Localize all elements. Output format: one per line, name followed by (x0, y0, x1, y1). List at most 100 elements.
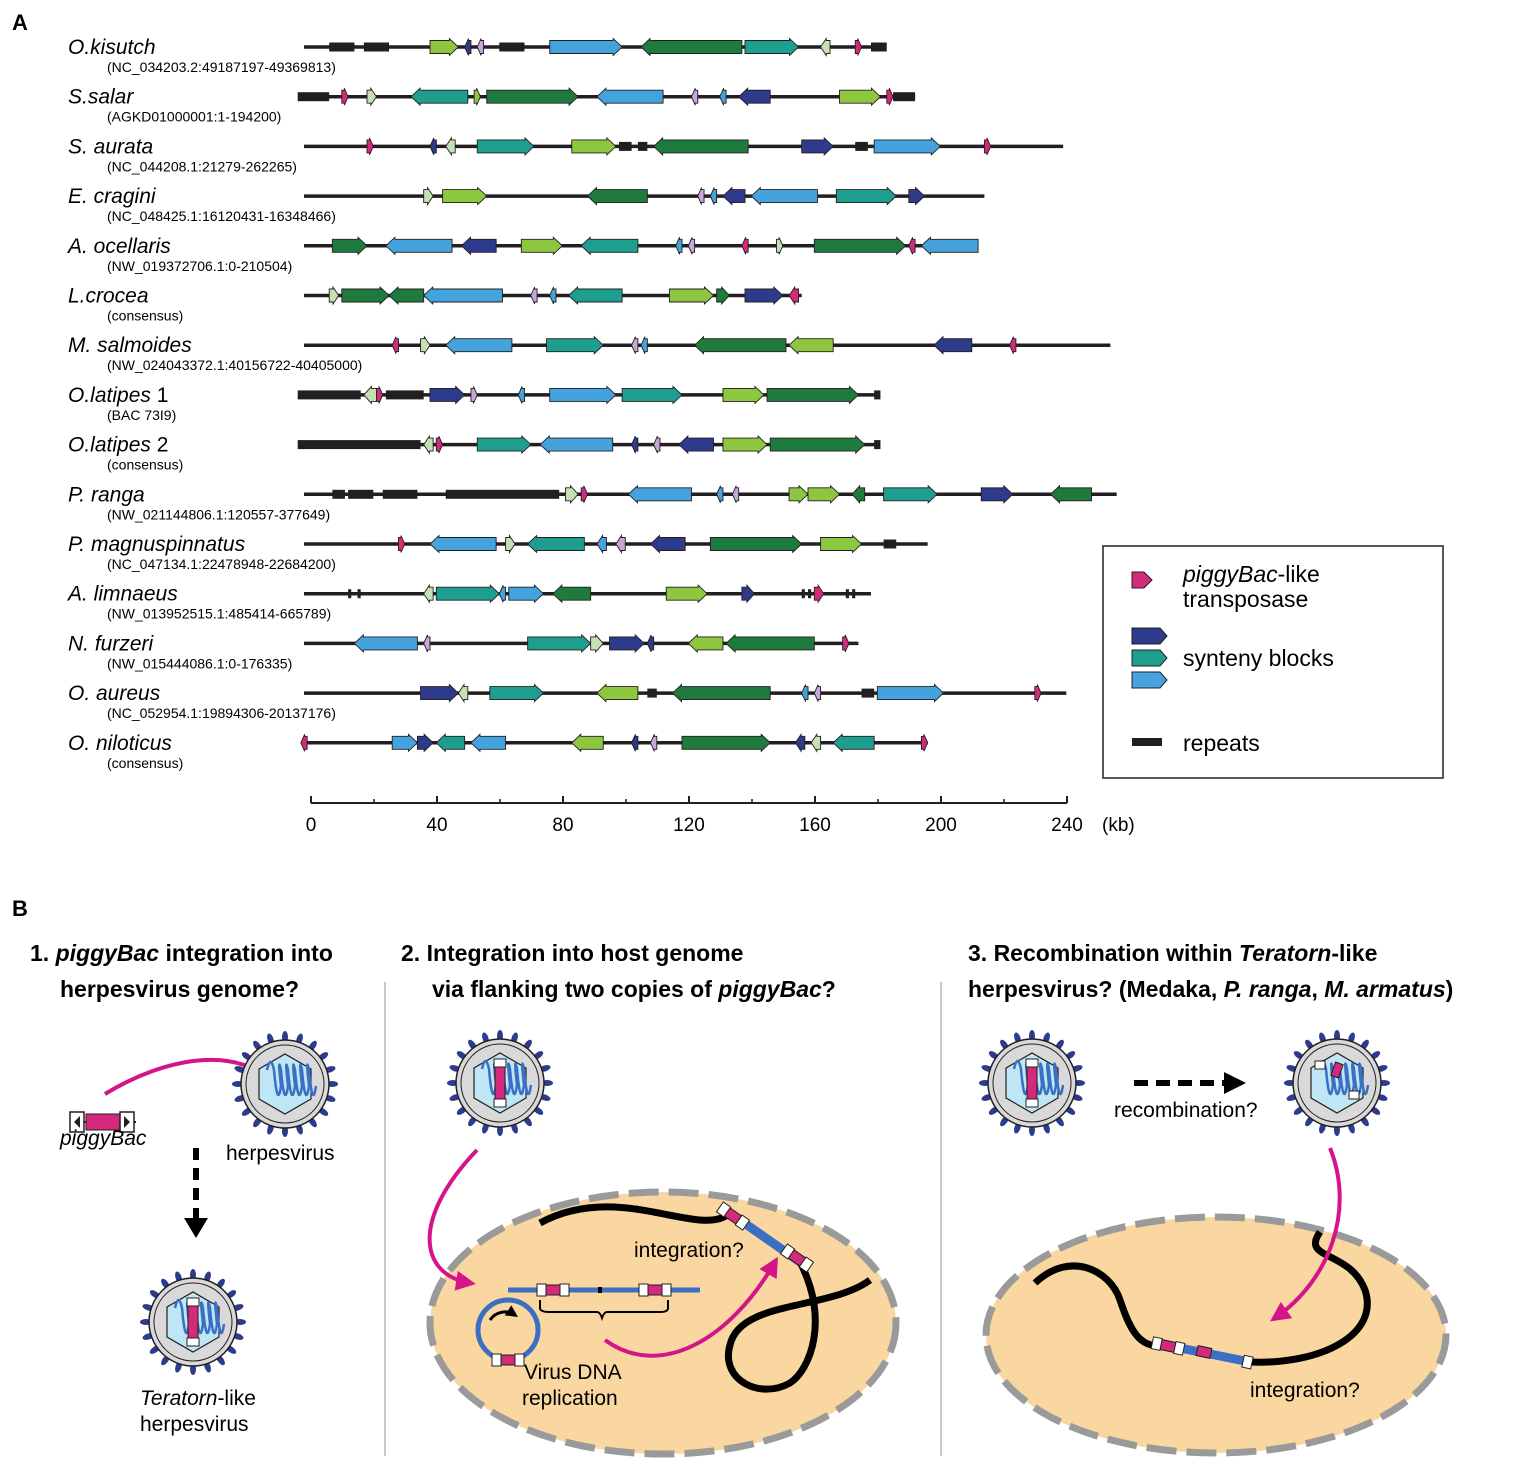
tir-icon (1025, 1058, 1039, 1068)
synteny-tracks: O.kisutch(NC_034203.2:49187197-49369813)… (66, 36, 1117, 771)
synteny-block-arrow (716, 285, 730, 306)
species-track: L.crocea(consensus) (68, 285, 802, 324)
species-accession: (NW_021144806.1:120557-377649) (107, 506, 330, 522)
synteny-block-arrow (473, 88, 481, 106)
herpesvirus-icon (232, 1031, 338, 1137)
piggybac-copy-icon (715, 1201, 751, 1231)
legend-synteny-swatches (1131, 627, 1168, 689)
synteny-block-arrow (331, 236, 368, 256)
synteny-block-arrow (650, 734, 658, 752)
synteny-block-arrow (776, 237, 784, 255)
synteny-block-arrow (766, 385, 860, 405)
repeat-block (385, 390, 424, 400)
synteny-block-arrow (385, 236, 453, 256)
repeat-block (297, 390, 361, 400)
synteny-block-arrow (549, 37, 623, 57)
synteny-block-arrow (423, 285, 503, 306)
synteny-block-arrow (457, 683, 469, 704)
species-accession: (consensus) (107, 308, 183, 324)
synteny-block-arrow (366, 86, 377, 107)
tir-icon (1241, 1354, 1254, 1370)
synteny-block-arrow (813, 684, 822, 702)
legend-transposase-label-line2: transposase (1183, 586, 1308, 612)
repeat-block (883, 539, 897, 549)
tegument-icon (460, 1043, 540, 1123)
synteny-block-arrow (653, 435, 661, 454)
species-accession: (NC_047134.1:22478948-22684200) (107, 556, 336, 572)
piggybac-transposase-arrow (788, 285, 799, 306)
synteny-block-arrow (567, 285, 623, 306)
piggybac-transposase-arrow (813, 583, 825, 604)
piggybac-transposase-arrow (854, 38, 863, 56)
synteny-block-arrow (476, 38, 484, 56)
synteny-block-arrow (675, 237, 683, 255)
repeat-block (845, 589, 849, 599)
species-track: P. magnuspinnatus(NC_047134.1:22478948-2… (68, 533, 928, 572)
synteny-block-arrow (687, 237, 696, 255)
infection-arrow (427, 1148, 479, 1291)
species-accession: (NC_034203.2:49187197-49369813) (107, 59, 336, 75)
synteny-block-arrow (429, 37, 460, 57)
species-name: N. furzeri (68, 632, 155, 655)
integration-arrow (603, 1256, 779, 1358)
synteny-block-arrow (652, 136, 749, 156)
synteny-block-arrow (738, 87, 771, 107)
tir-icon (493, 1058, 507, 1068)
piggybac-insert-icon (1195, 1345, 1213, 1359)
synteny-block-arrow (744, 285, 784, 306)
piggybac-copy-icon (536, 1283, 570, 1297)
step-3-title-line1: 3. Recombination within Teratorn-like (968, 940, 1377, 966)
synteny-block-arrow (353, 633, 418, 653)
synteny-block-arrow (429, 137, 437, 156)
synteny-block-arrow (621, 385, 683, 405)
synteny-block-arrow (631, 435, 639, 454)
species-name: A. ocellaris (66, 235, 171, 258)
synteny-block-arrow (801, 136, 834, 156)
axis-tick-label: 40 (426, 815, 447, 836)
species-name: S. aurata (68, 135, 153, 158)
species-name: L.crocea (68, 285, 149, 308)
host-cell-step3 (982, 1213, 1450, 1457)
synteny-block-arrow (769, 435, 866, 455)
piggybac-insert-icon (1026, 1066, 1038, 1100)
repeat-block (647, 688, 657, 698)
synteny-block-arrow (489, 683, 545, 703)
repeat-block (348, 589, 352, 599)
repeat-block (348, 489, 374, 499)
synteny-block-arrow (526, 534, 585, 554)
kb-axis-unit: (kb) (1102, 815, 1135, 836)
species-track: O.latipes 1(BAC 73I9) (68, 384, 881, 423)
tir-icon (1348, 1090, 1360, 1100)
synteny-block-arrow (590, 633, 604, 654)
synteny-block-arrow (832, 733, 875, 753)
tir-icon (186, 1297, 200, 1307)
repeat-block (382, 489, 418, 499)
species-accession: (NW_019372706.1:0-210504) (107, 258, 292, 274)
synteny-block-arrow (980, 484, 1014, 504)
piggybac-transposase-arrow (341, 88, 349, 106)
species-track: O. niloticus(consensus) (68, 732, 929, 771)
synteny-block-arrow (423, 434, 434, 455)
species-accession: (NW_013952515.1:485414-665789) (107, 606, 331, 622)
synteny-block-arrow (851, 484, 866, 504)
synteny-block-arrow (687, 633, 724, 653)
synteny-block-arrow (470, 733, 507, 753)
synteny-block-arrow (820, 37, 831, 57)
viral-dna-icon (1317, 1059, 1370, 1096)
synteny-block-arrow (435, 733, 466, 753)
repeat-block (363, 42, 390, 52)
synteny-block-arrow (586, 186, 648, 206)
synteny-block-arrow (341, 285, 390, 306)
synteny-block-arrow (549, 286, 557, 305)
synteny-block-arrow (445, 136, 456, 157)
piggybac-copy-icon (491, 1353, 525, 1367)
teratorn-virus-icon-step3-before (979, 1030, 1085, 1136)
synteny-block-arrow (709, 534, 803, 554)
piggybac-transposase-arrow (1009, 336, 1017, 354)
step-1-title-line2: herpesvirus genome? (60, 976, 299, 1002)
synteny-block-arrow (820, 534, 863, 554)
synteny-block-arrow (423, 634, 431, 653)
host-chromosome-step3 (1032, 1229, 1371, 1370)
synteny-block-arrow (423, 583, 434, 604)
